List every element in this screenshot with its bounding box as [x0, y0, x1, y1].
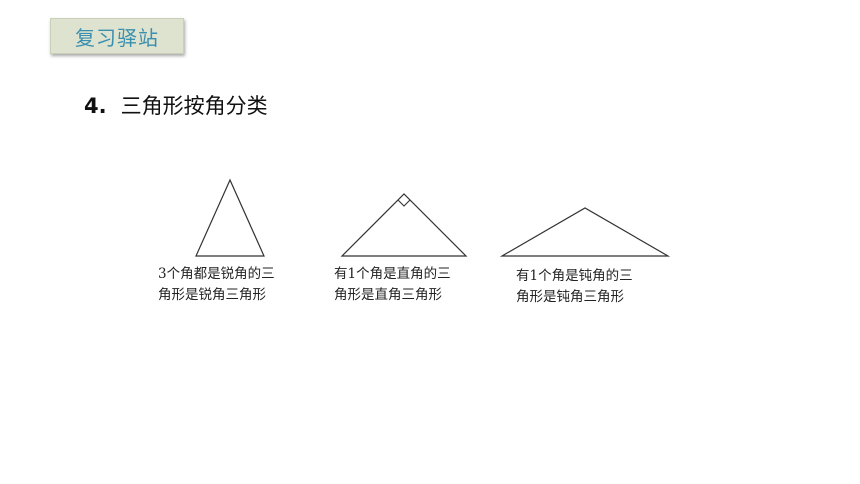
right-angle-marker	[397, 199, 411, 207]
review-station-banner: 复习驿站	[50, 18, 184, 54]
right-triangle-caption: 有1个角是直角的三 角形是直角三角形	[334, 264, 451, 306]
obtuse-triangle	[499, 207, 671, 257]
right-caption-line2: 角形是直角三角形	[334, 287, 442, 303]
section-title: 三角形按角分类	[120, 94, 268, 118]
obtuse-caption-line1: 有1个角是钝角的三	[516, 268, 633, 284]
section-heading: 4. 三角形按角分类	[84, 90, 268, 120]
acute-triangle-caption: 3个角都是锐角的三 角形是锐角三角形	[158, 264, 275, 306]
review-station-label: 复习驿站	[75, 25, 159, 50]
right-caption-line1: 有1个角是直角的三	[334, 266, 451, 282]
section-number: 4.	[84, 94, 107, 118]
acute-caption-line1: 3个角都是锐角的三	[158, 266, 275, 282]
obtuse-caption-line2: 角形是钝角三角形	[516, 289, 624, 305]
acute-caption-line2: 角形是锐角三角形	[158, 287, 266, 303]
obtuse-triangle-caption: 有1个角是钝角的三 角形是钝角三角形	[516, 266, 633, 308]
acute-triangle	[195, 178, 265, 257]
right-triangle	[340, 193, 468, 257]
